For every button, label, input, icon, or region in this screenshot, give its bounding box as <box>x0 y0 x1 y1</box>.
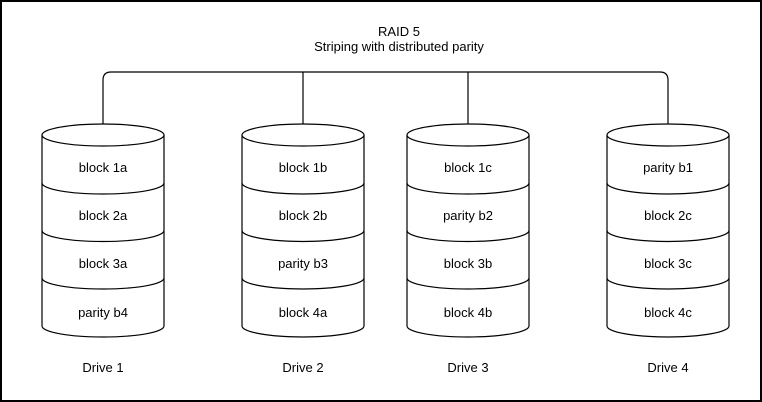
drive-2-block-3: parity b3 <box>278 256 328 271</box>
drive-3-top <box>406 123 530 147</box>
drive-4-divider-1 <box>606 182 730 195</box>
drive-2-label: Drive 2 <box>282 360 324 375</box>
drive-2-divider-3 <box>241 277 365 290</box>
drive-2-block-1: block 1b <box>278 160 328 175</box>
drive-4-block-2: block 2c <box>644 208 692 223</box>
drive-4-cylinder <box>606 123 730 338</box>
drive-2-block-4: block 4a <box>278 305 328 320</box>
drive-3-block-2: parity b2 <box>443 208 493 223</box>
drive-4-label: Drive 4 <box>647 360 689 375</box>
drive-3-divider-2 <box>406 230 530 243</box>
drive-3-block-1: block 1c <box>444 160 492 175</box>
drive-3-block-4: block 4b <box>443 305 493 320</box>
drive-1-divider-1 <box>41 182 165 195</box>
drive-3-divider-3 <box>406 277 530 290</box>
drive-3-cylinder <box>406 123 530 338</box>
drive-4-top <box>606 123 730 147</box>
diagram-title: RAID 5 <box>378 24 420 39</box>
drive-2-divider-1 <box>241 182 365 195</box>
drive-1-block-3: block 3a <box>78 256 128 271</box>
drive-2-top <box>241 123 365 147</box>
connector-bus <box>102 71 669 124</box>
drive-1-block-4: parity b4 <box>78 305 128 320</box>
drive-4-divider-3 <box>606 277 730 290</box>
drive-3-block-3: block 3b <box>443 256 493 271</box>
drive-4-block-1: parity b1 <box>643 160 693 175</box>
drive-4-divider-2 <box>606 230 730 243</box>
diagram-title-block: RAID 5 Striping with distributed parity <box>314 24 484 54</box>
drive-3-label: Drive 3 <box>447 360 489 375</box>
drive-3-divider-1 <box>406 182 530 195</box>
drive-2-block-2: block 2b <box>278 208 328 223</box>
drive-1-divider-2 <box>41 230 165 243</box>
drive-2-cylinder <box>241 123 365 338</box>
diagram-subtitle: Striping with distributed parity <box>314 39 484 54</box>
drive-1-top <box>41 123 165 147</box>
drive-1-cylinder <box>41 123 165 338</box>
drive-1-block-1: block 1a <box>78 160 128 175</box>
drive-4-block-4: block 4c <box>644 305 692 320</box>
drive-1-block-2: block 2a <box>78 208 128 223</box>
drive-4-block-3: block 3c <box>644 256 692 271</box>
drive-1-label: Drive 1 <box>82 360 124 375</box>
drive-1-divider-3 <box>41 277 165 290</box>
drive-2-divider-2 <box>241 230 365 243</box>
